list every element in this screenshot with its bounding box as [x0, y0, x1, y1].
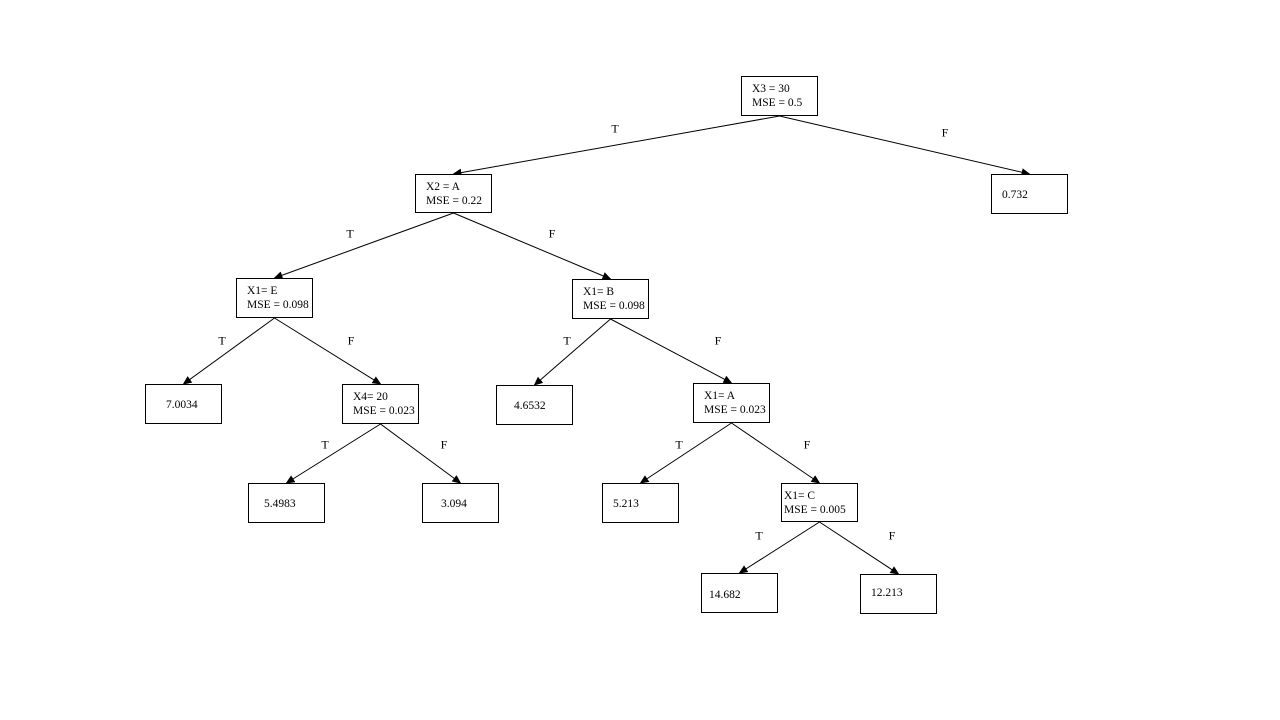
edge-label-true: T: [218, 333, 226, 348]
leaf-value: 14.682: [709, 589, 741, 601]
split-node-x2: X2 = A MSE = 0.22: [415, 174, 492, 213]
leaf-value: 5.213: [613, 498, 639, 510]
leaf-value: 4.6532: [514, 400, 546, 412]
leaf-value: 0.732: [1002, 189, 1028, 201]
edge-label-false: F: [440, 437, 448, 452]
leaf-node: 14.682: [701, 573, 778, 613]
edge-arrow-x1c-leaf12213: [819, 521, 900, 575]
edge-arrow-x2a-x1b: [453, 212, 612, 280]
leaf-node: 7.0034: [145, 384, 222, 424]
edge-label-false: F: [548, 226, 556, 241]
edge-label-false: F: [714, 333, 722, 348]
edge-label-true: T: [611, 121, 619, 136]
node-condition: X1= A: [704, 390, 736, 402]
edge-arrow-x420-leaf3094: [380, 423, 462, 484]
edge-arrow-x1c-leaf14682: [738, 521, 820, 574]
leaf-node: 3.094: [422, 483, 499, 523]
node-mse: MSE = 0.098: [247, 299, 309, 311]
leaf-node: 12.213: [860, 574, 937, 614]
edge-label-false: F: [803, 437, 811, 452]
node-condition: X1= B: [583, 286, 615, 298]
edge-label-true: T: [346, 226, 354, 241]
node-mse: MSE = 0.005: [784, 504, 846, 516]
edge-label-true: T: [321, 437, 329, 452]
split-node-x1-a: X1= A MSE = 0.023: [693, 383, 770, 423]
edge-arrow-x420-leaf54983: [285, 423, 381, 484]
node-mse: MSE = 0.22: [426, 195, 483, 207]
edge-arrow-x1b-x1a: [610, 318, 733, 384]
edge-label-true: T: [755, 528, 763, 543]
leaf-node: 4.6532: [496, 385, 573, 425]
leaf-value: 12.213: [871, 587, 903, 599]
edge-label-false: F: [347, 333, 355, 348]
split-node-x3: X3 = 30 MSE = 0.5: [741, 76, 818, 116]
leaf-value: 5.4983: [264, 498, 296, 510]
split-node-x1-b: X1= B MSE = 0.098: [572, 279, 649, 319]
edge-arrow-root-x2a: [452, 115, 780, 177]
node-mse: MSE = 0.098: [583, 300, 645, 312]
split-node-x1-e: X1= E MSE = 0.098: [236, 278, 313, 318]
edge-label-true: T: [563, 333, 571, 348]
node-mse: MSE = 0.5: [752, 97, 803, 109]
edge-arrow-root-leaf0732: [779, 115, 1031, 177]
leaf-node: 5.213: [602, 483, 679, 523]
leaf-node: 0.732: [991, 174, 1068, 214]
edge-label-false: F: [888, 528, 896, 543]
leaf-value: 7.0034: [166, 399, 198, 411]
node-condition: X3 = 30: [752, 83, 790, 95]
split-node-x1-c: X1= C MSE = 0.005: [781, 483, 858, 522]
node-condition: X1= E: [247, 285, 278, 297]
node-condition: X1= C: [784, 490, 816, 502]
edge-label-true: T: [675, 437, 683, 452]
edge-arrow-x1e-x420: [274, 317, 382, 385]
edge-arrow-x2a-x1e: [273, 212, 454, 280]
edge-arrow-x1e-leaf70034: [182, 317, 275, 385]
edge-arrow-x1a-x1c: [731, 422, 821, 484]
leaf-value: 3.094: [441, 498, 467, 510]
node-mse: MSE = 0.023: [704, 404, 766, 416]
edge-arrow-x1b-leaf46532: [533, 318, 611, 386]
edge-arrow-x1a-leaf5213: [639, 422, 732, 484]
edge-label-false: F: [941, 125, 949, 140]
node-condition: X2 = A: [426, 181, 460, 193]
node-condition: X4= 20: [353, 391, 388, 403]
node-mse: MSE = 0.023: [353, 405, 415, 417]
leaf-node: 5.4983: [248, 483, 325, 523]
split-node-x4: X4= 20 MSE = 0.023: [342, 384, 419, 424]
